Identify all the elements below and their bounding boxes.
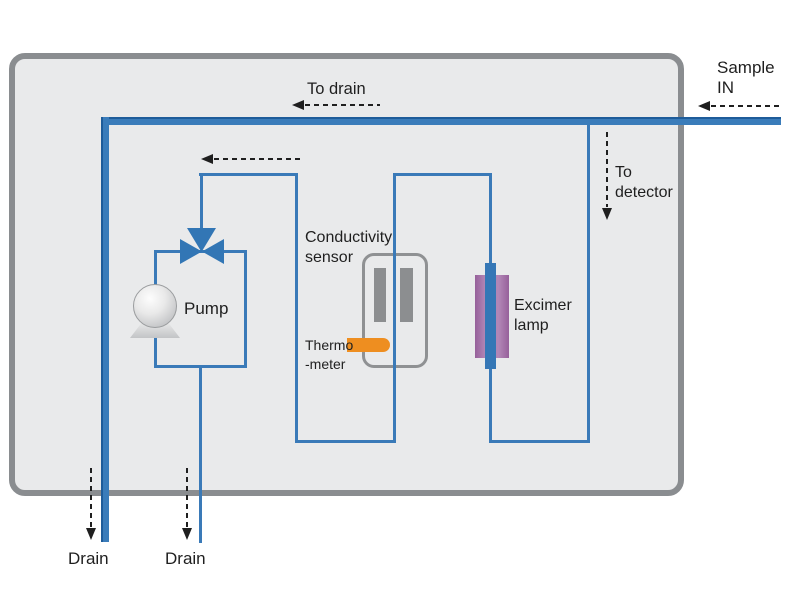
tube-top-left bbox=[199, 173, 298, 176]
tube-bottom-left bbox=[295, 440, 396, 443]
arrow-left-icon bbox=[201, 154, 213, 164]
tube-through-sensor bbox=[393, 173, 396, 443]
pump-label: Pump bbox=[184, 299, 229, 318]
sample-pipe-horizontal bbox=[101, 117, 781, 125]
tube-to-valve bbox=[200, 175, 203, 229]
excimer-lamp-tube bbox=[485, 263, 496, 369]
pump-base bbox=[130, 321, 180, 338]
tube-mid-down bbox=[295, 173, 298, 443]
tube-pump-loop-right bbox=[244, 250, 247, 368]
arrow-down-icon bbox=[602, 208, 612, 220]
tube-top-right bbox=[393, 173, 492, 176]
arrow-down-icon bbox=[86, 528, 96, 540]
arrow-left-icon bbox=[698, 101, 710, 111]
conductivity-sensor-label: Conductivity sensor bbox=[305, 229, 393, 266]
electrode-left bbox=[374, 268, 386, 322]
tube-drain-tap bbox=[199, 365, 202, 543]
sample-pipe-vertical-drain bbox=[101, 117, 109, 542]
analyzer-enclosure bbox=[9, 53, 684, 496]
thermometer-label: Thermo -meter bbox=[305, 337, 354, 372]
electrode-right bbox=[400, 268, 413, 322]
to-detector-label: To detector bbox=[615, 164, 673, 201]
sample-in-label: Sample IN bbox=[717, 58, 775, 97]
thermometer-icon bbox=[347, 338, 390, 352]
arrow-down-icon bbox=[182, 528, 192, 540]
arrow-left-icon bbox=[292, 100, 304, 110]
excimer-lamp-label: Excimer lamp bbox=[514, 297, 572, 334]
pump-sphere bbox=[133, 284, 177, 328]
to-drain-label: To drain bbox=[307, 80, 366, 98]
tube-to-detector bbox=[587, 125, 590, 443]
drain-left-label: Drain bbox=[68, 549, 109, 568]
tube-bottom-right bbox=[489, 440, 590, 443]
drain-right-label: Drain bbox=[165, 549, 206, 568]
